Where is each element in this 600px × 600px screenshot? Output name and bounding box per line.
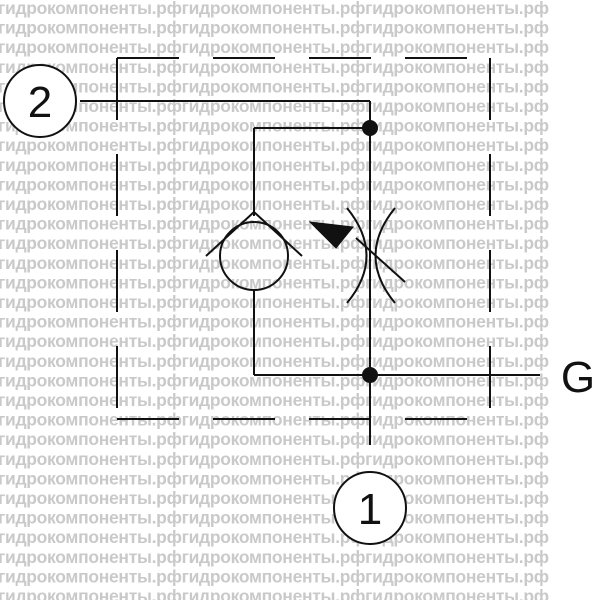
watermark-row: гидрокомпоненты.рфгидрокомпоненты.рфгидр… <box>0 449 549 469</box>
watermark-row: гидрокомпоненты.рфгидрокомпоненты.рфгидр… <box>0 508 549 528</box>
watermark: гидрокомпоненты.рфгидрокомпоненты.рфгидр… <box>0 0 549 600</box>
watermark-row: гидрокомпоненты.рфгидрокомпоненты.рфгидр… <box>0 527 549 547</box>
watermark-row: гидрокомпоненты.рфгидрокомпоненты.рфгидр… <box>0 233 549 253</box>
junction-dot-top <box>362 120 378 136</box>
watermark-row: гидрокомпоненты.рфгидрокомпоненты.рфгидр… <box>0 488 549 508</box>
watermark-row: гидрокомпоненты.рфгидрокомпоненты.рфгидр… <box>0 253 549 273</box>
watermark-row: гидрокомпоненты.рфгидрокомпоненты.рфгидр… <box>0 76 549 96</box>
junction-dot-bottom <box>362 367 378 383</box>
pump-icon <box>205 210 303 291</box>
watermark-row: гидрокомпоненты.рфгидрокомпоненты.рфгидр… <box>0 155 549 175</box>
watermark-row: гидрокомпоненты.рфгидрокомпоненты.рфгидр… <box>0 312 549 332</box>
watermark-row: гидрокомпоненты.рфгидрокомпоненты.рфгидр… <box>0 214 549 234</box>
port-1-label: 1 <box>358 485 382 534</box>
watermark-row: гидрокомпоненты.рфгидрокомпоненты.рфгидр… <box>0 18 549 38</box>
watermark-row: гидрокомпоненты.рфгидрокомпоненты.рфгидр… <box>0 566 549 586</box>
watermark-row: гидрокомпоненты.рфгидрокомпоненты.рфгидр… <box>0 331 549 351</box>
port-2-marker: 2 <box>3 64 77 138</box>
watermark-row: гидрокомпоненты.рфгидрокомпоненты.рфгидр… <box>0 351 549 371</box>
watermark-row: гидрокомпоненты.рфгидрокомпоненты.рфгидр… <box>0 194 549 214</box>
watermark-row: гидрокомпоненты.рфгидрокомпоненты.рфгидр… <box>0 547 549 567</box>
watermark-row: гидрокомпоненты.рфгидрокомпоненты.рфгидр… <box>0 468 549 488</box>
gauge-port-label: G <box>561 353 595 402</box>
watermark-row: гидрокомпоненты.рфгидрокомпоненты.рфгидр… <box>0 174 549 194</box>
dashed-enclosure <box>116 57 491 420</box>
watermark-row: гидрокомпоненты.рфгидрокомпоненты.рфгидр… <box>0 390 549 410</box>
watermark-row: гидрокомпоненты.рфгидрокомпоненты.рфгидр… <box>0 0 549 18</box>
port-2-label: 2 <box>28 78 52 127</box>
watermark-row: гидрокомпоненты.рфгидрокомпоненты.рфгидр… <box>0 586 549 600</box>
watermark-row: гидрокомпоненты.рфгидрокомпоненты.рфгидр… <box>0 370 549 390</box>
port-1-marker: 1 <box>333 471 407 545</box>
watermark-row: гидрокомпоненты.рфгидрокомпоненты.рфгидр… <box>0 135 549 155</box>
watermark-row: гидрокомпоненты.рфгидрокомпоненты.рфгидр… <box>0 429 549 449</box>
adjust-arrow-icon <box>308 221 406 283</box>
internal-lines <box>253 127 540 445</box>
watermark-row: гидрокомпоненты.рфгидрокомпоненты.рфгидр… <box>0 37 549 57</box>
watermark-row: гидрокомпоненты.рфгидрокомпоненты.рфгидр… <box>0 96 549 116</box>
watermark-row: гидрокомпоненты.рфгидрокомпоненты.рфгидр… <box>0 292 549 312</box>
watermark-row: гидрокомпоненты.рфгидрокомпоненты.рфгидр… <box>0 116 549 136</box>
watermark-row: гидрокомпоненты.рфгидрокомпоненты.рфгидр… <box>0 57 549 77</box>
